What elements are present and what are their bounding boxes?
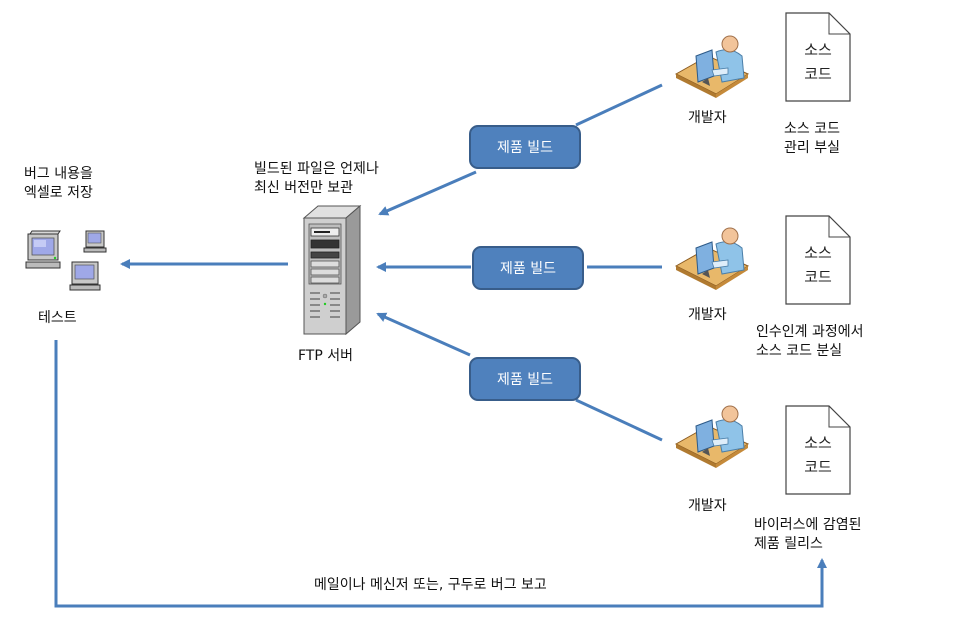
test-note: 버그 내용을 엑셀로 저장 [24, 165, 93, 203]
developer-label-2: 개발자 [688, 307, 727, 323]
build-box-3: 제품 빌드 [469, 357, 581, 401]
developer-label-3: 개발자 [688, 498, 727, 514]
doc-line2: 코드 [804, 65, 832, 83]
document-icon [785, 12, 851, 102]
source-code-doc-2: 소스 코드 [785, 215, 851, 305]
doc-line1: 소스 [804, 434, 832, 452]
build-box-1: 제품 빌드 [469, 125, 581, 169]
issue-line2: 소스 코드 분실 [756, 343, 843, 359]
arrow-build3-to-server [376, 312, 471, 357]
source-code-doc-3: 소스 코드 [785, 405, 851, 495]
issue-note-2: 인수인계 과정에서 소스 코드 분실 [756, 323, 864, 361]
test-note-line2: 엑셀로 저장 [24, 185, 93, 201]
developer-icon-3 [674, 405, 750, 468]
developer-icon-1 [674, 35, 750, 98]
doc-line2: 코드 [804, 458, 832, 476]
issue-note-3: 바이러스에 감염된 제품 릴리스 [754, 516, 862, 554]
build-box-2: 제품 빌드 [472, 246, 584, 290]
developer-icon-2 [674, 227, 750, 290]
server-note: 빌드된 파일은 언제나 최신 버전만 보관 [254, 160, 379, 198]
test-computers-icon [25, 230, 107, 291]
doc-line1: 소스 [804, 244, 832, 262]
issue-line2: 관리 부실 [784, 140, 840, 156]
line-dev3-to-build3 [575, 398, 663, 442]
doc-line2: 코드 [804, 268, 832, 286]
ftp-server-icon [302, 204, 362, 336]
server-label: FTP 서버 [298, 348, 354, 364]
arrow-feedback-loop [54, 340, 827, 608]
arrow-build1-to-server [378, 170, 477, 216]
issue-note-1: 소스 코드 관리 부실 [772, 120, 852, 158]
line-dev1-to-build1 [575, 83, 663, 127]
server-note-line2: 최신 버전만 보관 [254, 180, 354, 196]
test-note-line1: 버그 내용을 [24, 166, 93, 182]
document-icon [785, 405, 851, 495]
document-icon [785, 215, 851, 305]
issue-line1: 소스 코드 [784, 121, 840, 137]
developer-label-1: 개발자 [688, 110, 727, 126]
feedback-label: 메일이나 메신저 또는, 구두로 버그 보고 [314, 577, 547, 593]
source-code-doc-1: 소스 코드 [785, 12, 851, 102]
server-note-line1: 빌드된 파일은 언제나 [254, 161, 379, 177]
issue-line2: 제품 릴리스 [754, 536, 823, 552]
test-label: 테스트 [38, 310, 77, 326]
issue-line1: 바이러스에 감염된 [754, 517, 862, 533]
issue-line1: 인수인계 과정에서 [756, 324, 864, 340]
doc-line1: 소스 [804, 41, 832, 59]
